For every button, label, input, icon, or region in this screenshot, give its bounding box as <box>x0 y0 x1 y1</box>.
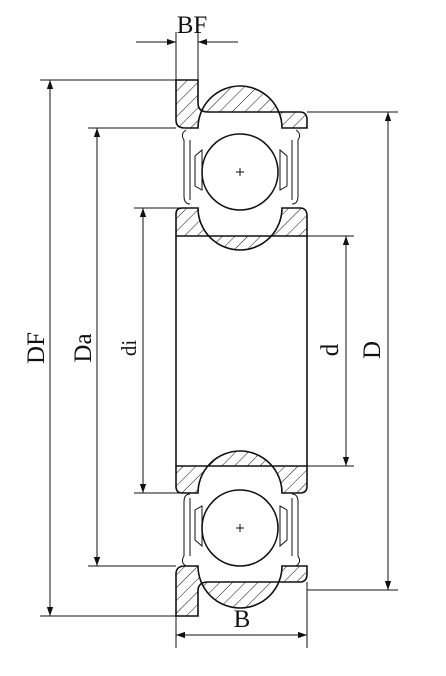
label-di: di <box>117 340 141 357</box>
label-b: B <box>234 606 251 633</box>
shield-left-top <box>181 129 191 205</box>
top-half <box>175 79 308 251</box>
shield-left-bottom <box>181 493 191 567</box>
dim-df: DF <box>23 79 176 617</box>
inner-ring-bottom <box>175 450 308 494</box>
cage-left-top <box>194 148 203 191</box>
shield-right-bottom <box>291 493 301 567</box>
dim-bf: BF <box>136 12 238 80</box>
dim-di: di <box>117 207 182 494</box>
label-D: D <box>359 341 386 359</box>
label-d: d <box>317 343 344 356</box>
dim-d: d <box>307 235 354 467</box>
outer-ring-top <box>175 79 308 129</box>
shield-right-top <box>291 129 301 205</box>
label-df: DF <box>23 332 50 364</box>
dim-da: Da <box>70 127 176 567</box>
outer-ring-bottom <box>175 565 308 617</box>
cage-right-bottom <box>279 505 288 548</box>
cage-right-top <box>279 148 288 191</box>
dim-D: D <box>307 111 398 591</box>
dim-b: B <box>175 582 308 648</box>
inner-ring-top <box>175 207 308 251</box>
label-bf: BF <box>177 12 208 39</box>
label-da: Da <box>70 333 97 362</box>
cage-left-bottom <box>194 505 203 548</box>
bottom-half <box>175 450 308 617</box>
